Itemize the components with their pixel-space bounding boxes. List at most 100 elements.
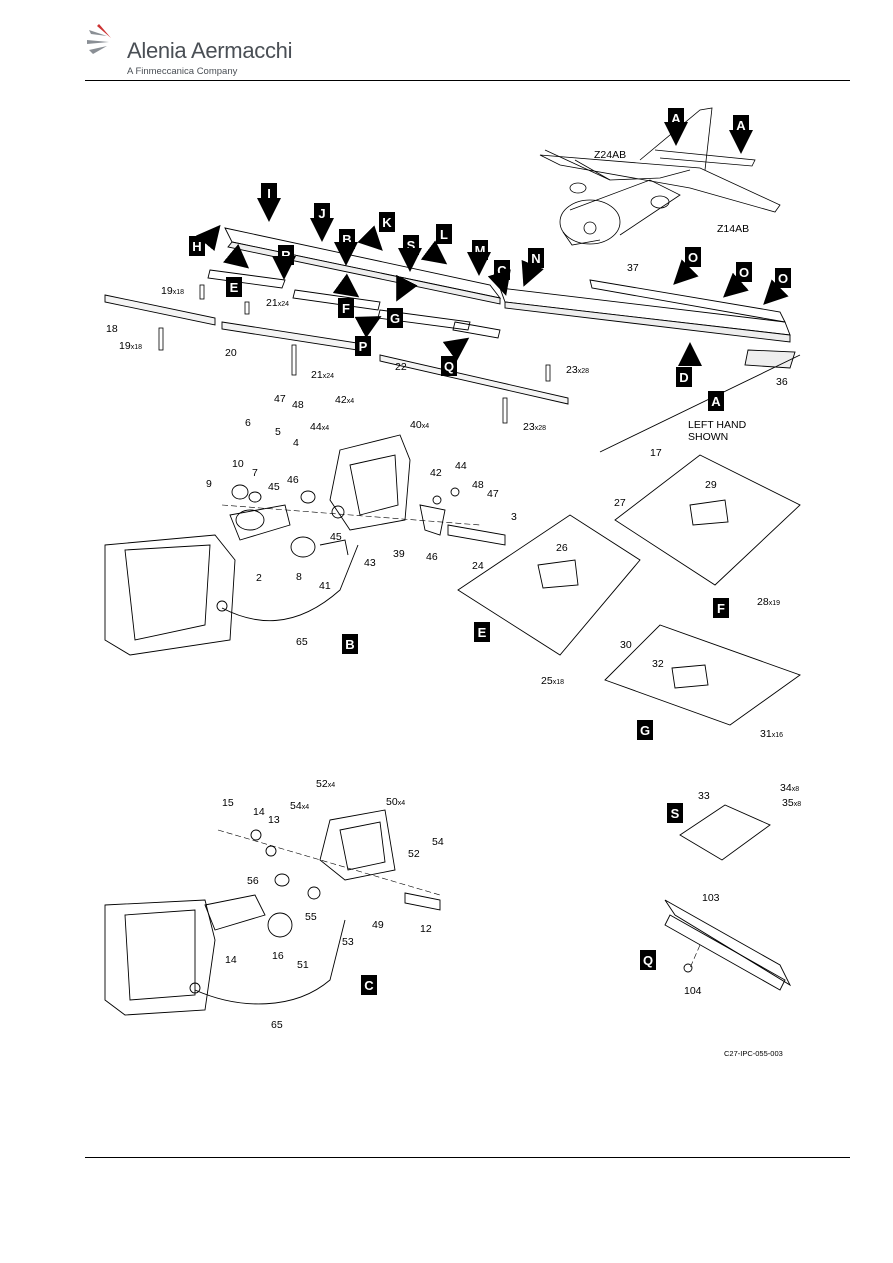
view-arrow <box>521 259 544 287</box>
panel-s-and-part-q <box>664 804 792 991</box>
callout-15: 15 <box>222 797 234 809</box>
brand-subtitle: A Finmeccanica Company <box>127 66 238 77</box>
svg-text:O: O <box>739 265 749 280</box>
svg-text:F: F <box>717 601 725 616</box>
svg-text:Q: Q <box>643 953 653 968</box>
footer-divider <box>85 1157 850 1158</box>
callout-21: 21x24 <box>266 297 289 309</box>
callout-32: 32 <box>652 658 664 670</box>
callout-10: 10 <box>232 458 244 470</box>
callout-55: 55 <box>305 911 317 923</box>
callout-17: 17 <box>650 447 662 459</box>
view-badge-g: G <box>637 720 653 740</box>
callout-65: 65 <box>296 636 308 648</box>
callout-18: 18 <box>106 323 118 335</box>
svg-text:A: A <box>711 394 721 409</box>
dashed-leaders <box>217 504 701 969</box>
svg-text:O: O <box>688 250 698 265</box>
callout-54: 54 <box>432 836 444 848</box>
callout-2: 2 <box>256 572 262 584</box>
callout-40: 40x4 <box>410 419 429 431</box>
callout-9: 9 <box>206 478 212 490</box>
svg-text:D: D <box>679 370 688 385</box>
callout-14: 14 <box>253 806 265 818</box>
view-badge-e: E <box>226 277 242 297</box>
callout-19: 19x18 <box>119 340 142 352</box>
view-badge-q: Q <box>441 356 457 376</box>
view-badge-m: M <box>472 240 488 260</box>
svg-text:G: G <box>390 311 400 326</box>
svg-text:K: K <box>382 215 392 230</box>
svg-text:E: E <box>478 625 487 640</box>
callout-12: 12 <box>420 923 432 935</box>
callout-29: 29 <box>705 479 717 491</box>
callout-26: 26 <box>556 542 568 554</box>
view-badge-o: O <box>736 262 752 282</box>
callout-43: 43 <box>364 557 376 569</box>
hand-note-line1: LEFT HAND <box>688 419 747 431</box>
view-badge-g: G <box>387 308 403 328</box>
panel-g-outline <box>604 624 801 726</box>
panel-e-outline <box>457 514 641 656</box>
svg-text:B: B <box>345 637 354 652</box>
view-badge-o: O <box>775 268 791 288</box>
view-badge-i: I <box>261 183 277 203</box>
view-arrow <box>396 274 418 302</box>
view-arrow <box>763 279 789 305</box>
callout-42: 42x4 <box>335 394 354 406</box>
view-arrow <box>332 273 360 298</box>
callout-20: 20 <box>225 347 237 359</box>
panel-f-outline <box>614 454 801 586</box>
callout-45: 45 <box>268 481 280 493</box>
view-badge-l: L <box>436 224 452 244</box>
callout-23: 23x28 <box>523 421 546 433</box>
svg-text:A: A <box>736 118 746 133</box>
callout-65: 65 <box>271 1019 283 1031</box>
alenia-logo-icon <box>87 24 111 54</box>
view-badge-o: O <box>685 247 701 267</box>
svg-text:M: M <box>475 243 486 258</box>
callout-14: 14 <box>225 954 237 966</box>
callout-25: 25x18 <box>541 675 564 687</box>
view-badge-f: F <box>338 298 354 318</box>
view-arrows <box>195 122 789 366</box>
callout-33: 33 <box>698 790 710 802</box>
view-badge-s: S <box>403 235 419 255</box>
svg-text:G: G <box>640 723 650 738</box>
callout-3: 3 <box>511 511 517 523</box>
view-badge-p: P <box>355 336 371 356</box>
view-badge-b: B <box>342 634 358 654</box>
callout-103: 103 <box>702 892 720 904</box>
view-arrow <box>357 225 383 251</box>
view-arrow <box>723 272 749 298</box>
callout-46: 46 <box>426 551 438 563</box>
view-badge-s: S <box>667 803 683 823</box>
view-badge-b: B <box>339 229 355 249</box>
callout-56: 56 <box>247 875 259 887</box>
callout-44: 44x4 <box>310 421 329 433</box>
view-badge-a: A <box>733 115 749 135</box>
view-badge-a: A <box>668 108 684 128</box>
zone-label-left: Z24AB <box>594 149 626 161</box>
callout-22: 22 <box>395 361 407 373</box>
view-arrow <box>487 269 511 296</box>
view-badge-c: C <box>361 975 377 995</box>
svg-text:C: C <box>497 263 507 278</box>
callout-5: 5 <box>275 426 281 438</box>
header-divider <box>85 80 850 81</box>
view-arrow <box>673 259 699 285</box>
callout-51: 51 <box>297 959 309 971</box>
callout-42: 42 <box>430 467 442 479</box>
callout-31: 31x16 <box>760 728 783 740</box>
wing-screws <box>158 284 551 424</box>
callout-53: 53 <box>342 936 354 948</box>
view-arrow <box>354 316 382 339</box>
svg-text:S: S <box>671 806 680 821</box>
callout-30: 30 <box>620 639 632 651</box>
callout-45: 45 <box>330 531 342 543</box>
callout-54: 54x4 <box>290 800 309 812</box>
view-badge-h: H <box>189 236 205 256</box>
svg-text:S: S <box>407 238 416 253</box>
